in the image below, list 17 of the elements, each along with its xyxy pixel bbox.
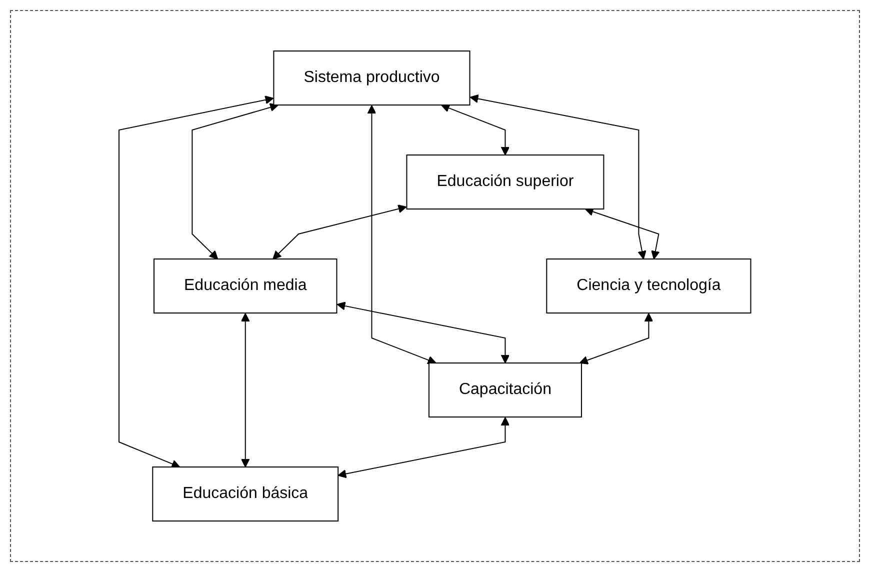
arrow — [338, 417, 510, 478]
arrow — [336, 302, 510, 364]
node-box: Sistema productivo — [273, 50, 470, 106]
node-box: Educación básica — [152, 466, 339, 522]
arrow — [367, 105, 436, 364]
arrow — [579, 313, 654, 364]
arrow — [192, 103, 279, 260]
arrow — [441, 104, 510, 156]
arrow — [241, 313, 250, 468]
arrow — [585, 208, 660, 260]
arrow — [470, 94, 646, 260]
node-box: Ciencia y tecnología — [546, 258, 752, 314]
arrow — [118, 96, 274, 468]
arrow — [272, 204, 407, 260]
node-box: Educación media — [154, 258, 338, 314]
node-box: Capacitación — [428, 362, 582, 418]
node-box: Educación superior — [406, 154, 604, 210]
